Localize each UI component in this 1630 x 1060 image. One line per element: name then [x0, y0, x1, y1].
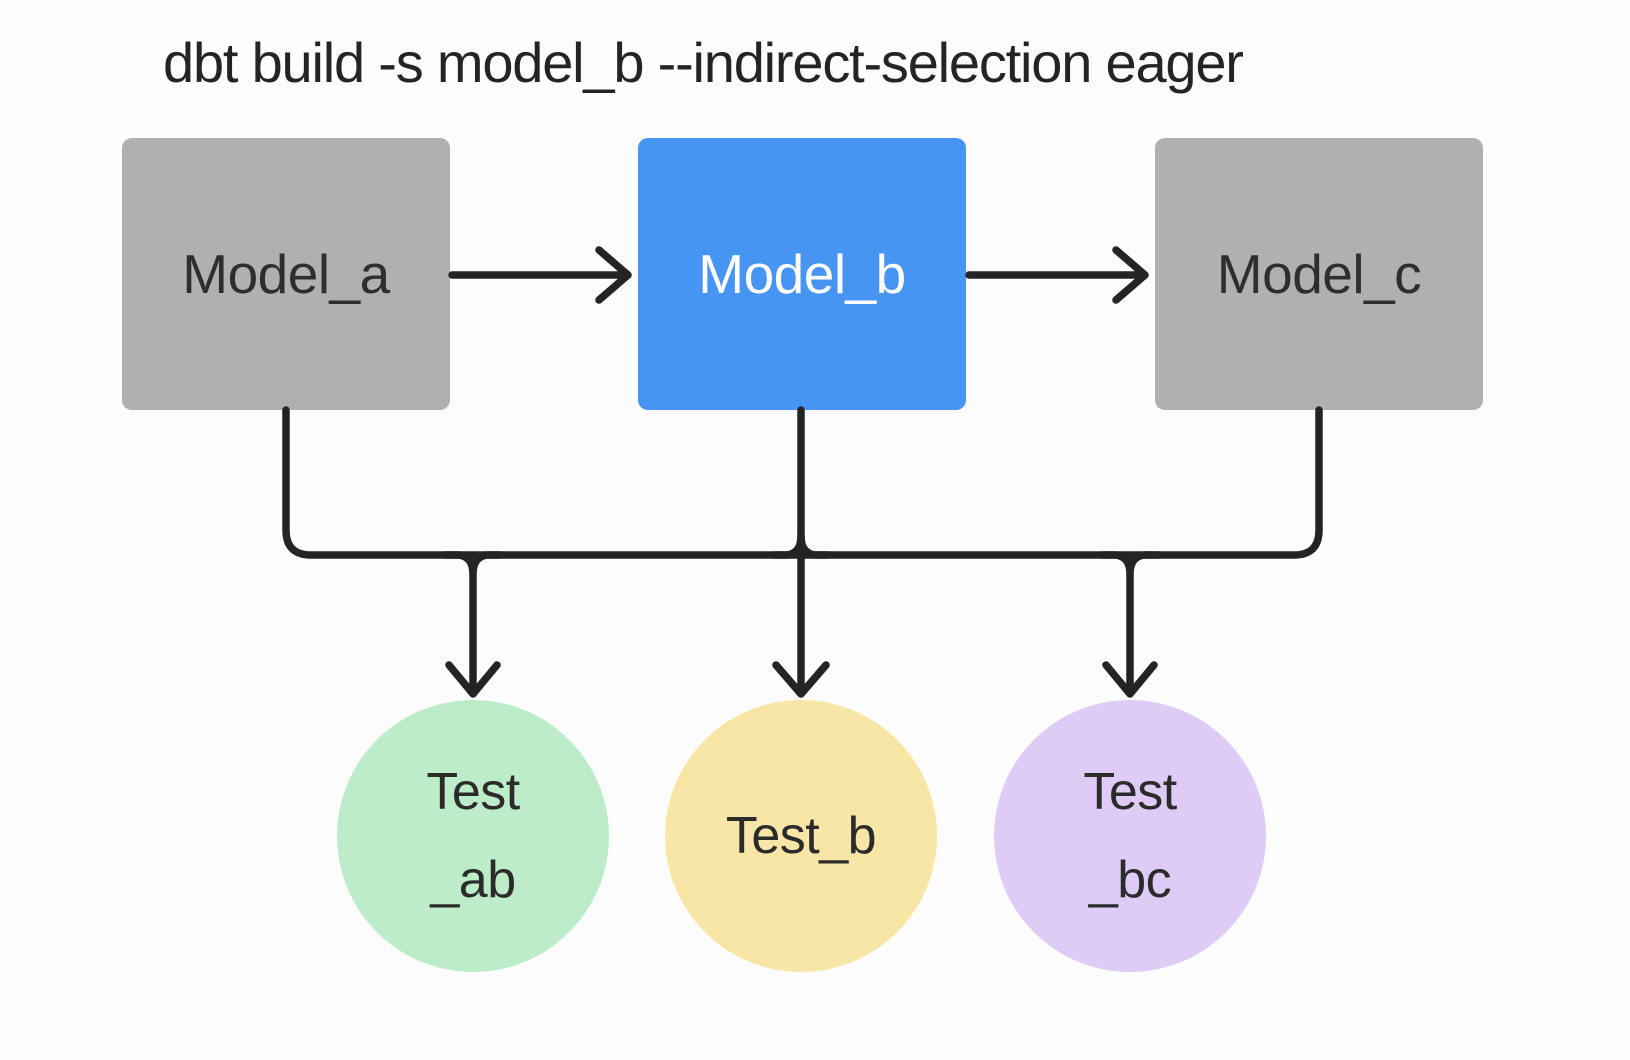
node-model-a-label: Model_a	[182, 243, 390, 305]
node-test-ab-label-line2: _ab	[430, 851, 516, 909]
node-test-bc-label: Test _bc	[1083, 748, 1177, 925]
node-test-ab-label-line1: Test	[426, 762, 520, 821]
node-test-ab: Test _ab	[337, 700, 609, 972]
node-test-bc-label-line1: Test	[1083, 762, 1177, 821]
node-test-b-label-line1: Test_b	[725, 806, 877, 865]
node-model-b-label: Model_b	[698, 243, 906, 305]
node-model-c-label: Model_c	[1216, 243, 1422, 305]
edge-model-a-to-model-b-arrow	[448, 246, 632, 304]
node-model-b-selected: Model_b	[638, 138, 966, 410]
node-test-b-label: Test_b	[725, 792, 877, 880]
node-test-bc: Test _bc	[994, 700, 1266, 972]
node-test-ab-label: Test _ab	[426, 748, 520, 925]
node-model-c: Model_c	[1155, 138, 1483, 410]
node-test-bc-label-line2: _bc	[1088, 851, 1172, 909]
edge-model-b-to-test-b-arrow	[772, 406, 830, 698]
bus-collector-line	[282, 406, 1323, 559]
diagram-title: dbt build -s model_b --indirect-selectio…	[163, 31, 1244, 94]
edge-bus-to-test-ab-arrow	[441, 551, 505, 698]
edge-model-b-to-model-c-arrow	[965, 246, 1149, 304]
node-model-a: Model_a	[122, 138, 450, 410]
node-test-b: Test_b	[665, 700, 937, 972]
edge-bus-to-test-bc-arrow	[1098, 551, 1162, 698]
bus-crossing-fillets	[770, 532, 832, 559]
